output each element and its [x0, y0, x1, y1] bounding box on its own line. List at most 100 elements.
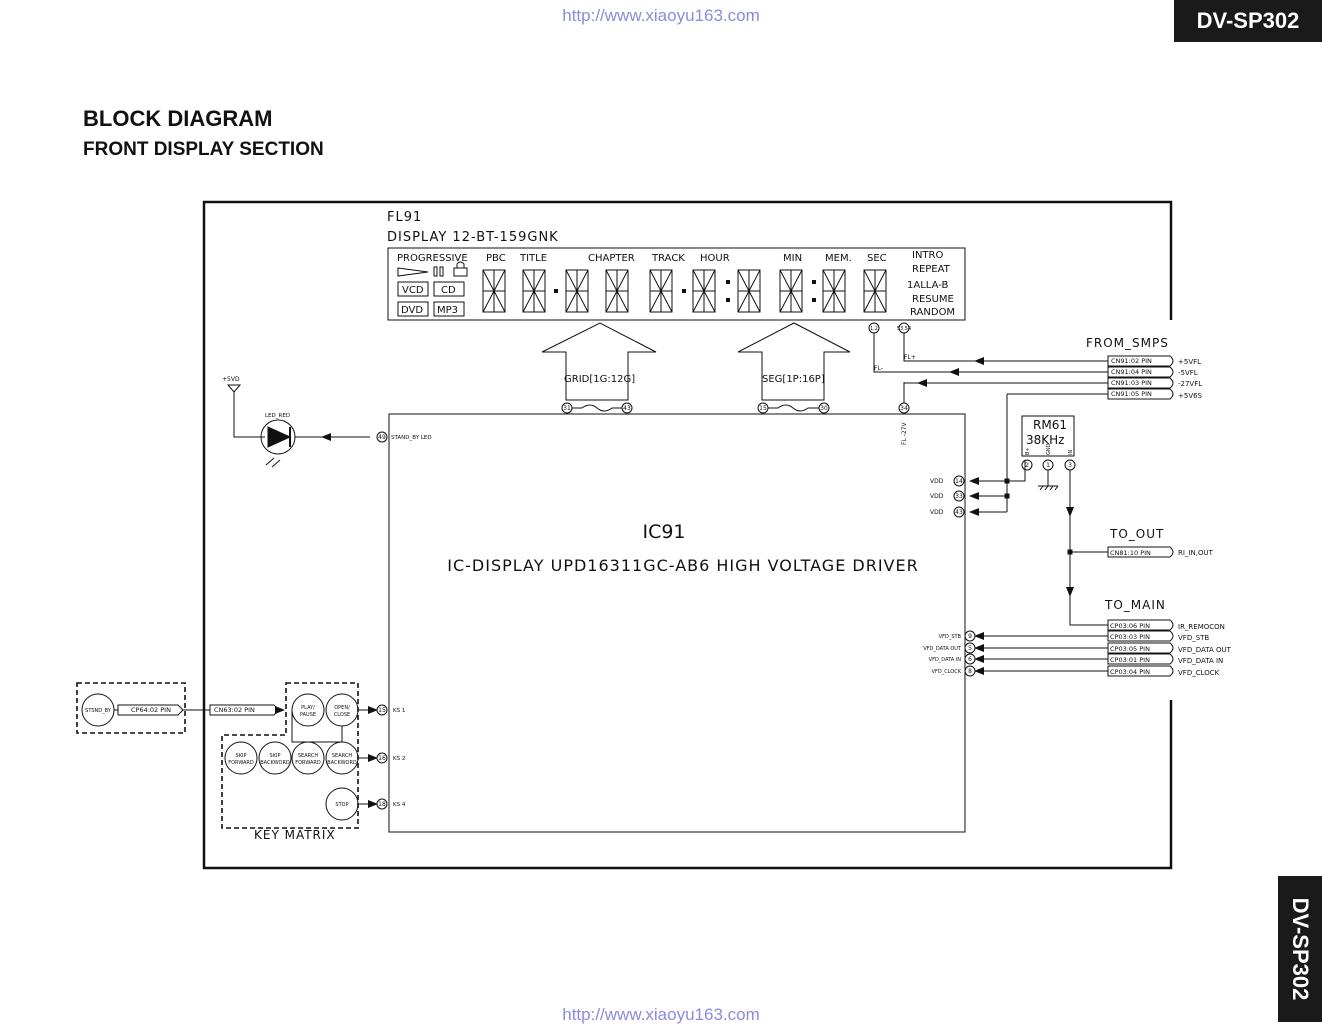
smps-conn-2: CN91:03 PIN	[1111, 379, 1152, 387]
key-matrix-label: KEY MATRIX	[254, 828, 336, 842]
ic91-box	[388, 413, 966, 833]
vfd-pin-8	[964, 665, 976, 677]
seg-pin-end-label: 30	[820, 405, 828, 412]
grid-label: GRID[1G:12G]	[564, 374, 635, 385]
header-url-bottom[interactable]: http://www.xiaoyu163.com	[562, 1005, 760, 1024]
fl-minus-label: FL-	[874, 365, 883, 372]
header-url-top[interactable]: http://www.xiaoyu163.com	[562, 6, 760, 25]
ks-pin-1-label: 16	[378, 755, 386, 762]
mode-repeat: REPEAT	[912, 264, 951, 275]
vfd-name-3: VFD_CLOCK	[932, 669, 962, 675]
ks-pin-16	[376, 752, 388, 764]
led-pin-name: STAND_BY LED	[391, 435, 432, 441]
to-out-sig: RI_IN,OUT	[1178, 549, 1214, 557]
vfd-pin-2-label: 6	[968, 656, 972, 663]
vdd-pin-14	[953, 475, 965, 487]
led-pin-label: 49	[378, 434, 386, 441]
main-conn-1: CP03:03 PIN	[1110, 633, 1150, 641]
open-key-label-2: CLOSE	[334, 712, 350, 718]
to-out-conn: CN81:10 PIN	[1110, 549, 1151, 557]
smps-conn-0: CN91:02 PIN	[1111, 357, 1152, 365]
ks-pin-0-label: 15	[378, 707, 386, 714]
label-progressive: PROGRESSIVE	[397, 253, 468, 264]
grid-pin-end-label: 43	[623, 405, 631, 412]
smps-sig-1: -5VFL	[1178, 369, 1198, 377]
open-key-label-1: OPEN/	[334, 705, 350, 711]
main-sig-4: VFD_CLOCK	[1178, 669, 1220, 677]
to-main-connectors	[1107, 619, 1174, 677]
cd-box	[433, 281, 465, 297]
led-name-label: LED_RED	[265, 413, 290, 419]
to-main-label: TO_MAIN	[1104, 598, 1166, 612]
lock-indicator-icon	[453, 267, 468, 277]
ks-pin-2-label: 18	[378, 801, 386, 808]
model-badge-top: DV-SP302	[1174, 0, 1322, 42]
vdd-name-1: VDD	[930, 493, 944, 500]
supply-label: +5VD	[222, 376, 240, 383]
rm61-pin-name-in: IN	[1068, 450, 1074, 455]
vdd-pin-33	[953, 490, 965, 502]
vfd-pin-5	[964, 642, 976, 654]
vfd-pin-0-label: 9	[968, 633, 972, 640]
rm61-receiver-box	[1021, 415, 1075, 457]
vfd-pin-3-label: 8	[968, 668, 972, 675]
led-pin-49	[376, 431, 388, 443]
main-sig-0: IR_REMOCON	[1178, 623, 1225, 631]
skip-bwd-label-2: BACKWORD	[260, 760, 290, 766]
from-smps-label: FROM_SMPS	[1086, 336, 1169, 350]
skip-fwd-label-2: FORWARD	[228, 760, 254, 766]
skip-forward-key[interactable]	[224, 741, 258, 775]
skip-backword-key[interactable]	[258, 741, 292, 775]
label-sec: SEC	[867, 253, 887, 264]
display-digits	[482, 269, 887, 313]
fl-pin-ic	[898, 402, 910, 414]
mode-random: RANDOM	[910, 307, 955, 318]
mp3-box	[433, 301, 465, 317]
key-matrix-box	[221, 682, 359, 829]
model-badge-side: DV-SP302	[1278, 876, 1322, 1022]
led-supply-line	[233, 385, 265, 438]
search-fwd-label-1: SEARCH	[298, 753, 318, 759]
fl-plus-label: FL+	[904, 354, 916, 361]
rm61-pin-name-gnd: GND	[1046, 443, 1052, 455]
main-sig-1: VFD_STB	[1178, 634, 1209, 642]
dvd-box	[397, 301, 429, 317]
vdd-name-0: VDD	[930, 478, 944, 485]
main-sig-2: VFD_DATA OUT	[1178, 646, 1232, 654]
play-indicator-icon	[397, 267, 429, 277]
label-chapter: CHAPTER	[588, 253, 635, 264]
to-out-connector	[1107, 546, 1174, 558]
label-dvd: DVD	[401, 305, 423, 316]
grid-pin-start-label: 31	[563, 405, 571, 412]
fl-pin-a-label: 1,2	[870, 326, 878, 332]
search-bwd-label-2: BACKWORD	[327, 760, 357, 766]
mode-ab: 1ALLA-B	[907, 280, 948, 291]
rm61-ref: RM61	[1033, 418, 1067, 432]
mode-resume: RESUME	[912, 294, 954, 305]
standby-conn-a: CP64:02 PIN	[131, 706, 171, 714]
label-vcd: VCD	[402, 285, 424, 296]
smps-sig-3: +5V6S	[1178, 392, 1203, 400]
smps-sig-2: -27VFL	[1178, 380, 1202, 388]
label-title: TITLE	[519, 253, 547, 264]
fl91-display-box	[387, 247, 966, 321]
page-title: BLOCK DIAGRAM	[83, 106, 273, 131]
seg-pin-start-label: 15	[759, 405, 767, 412]
label-mem: MEM.	[825, 253, 852, 264]
ic91-description: IC-DISPLAY UPD16311GC-AB6 HIGH VOLTAGE D…	[447, 556, 918, 575]
vcd-box	[397, 281, 429, 297]
vdd-pin-43	[953, 506, 965, 518]
rm61-pin-name-b: B+	[1025, 447, 1031, 455]
label-hour: HOUR	[700, 253, 730, 264]
rm61-pin-3-label: 3	[1068, 462, 1072, 469]
vfd-pin-9	[964, 630, 976, 642]
vfd-name-1: VFD_DATA OUT	[923, 646, 962, 652]
vdd-pin-0-label: 14	[955, 478, 963, 485]
from-smps-connectors	[1107, 355, 1174, 400]
ks-pin-18	[376, 798, 388, 810]
fl-pin-b-label: 53,54	[897, 326, 911, 332]
smps-conn-1: CN91:04 PIN	[1111, 368, 1152, 376]
label-pbc: PBC	[486, 253, 506, 264]
main-sig-3: VFD_DATA IN	[1178, 657, 1223, 665]
